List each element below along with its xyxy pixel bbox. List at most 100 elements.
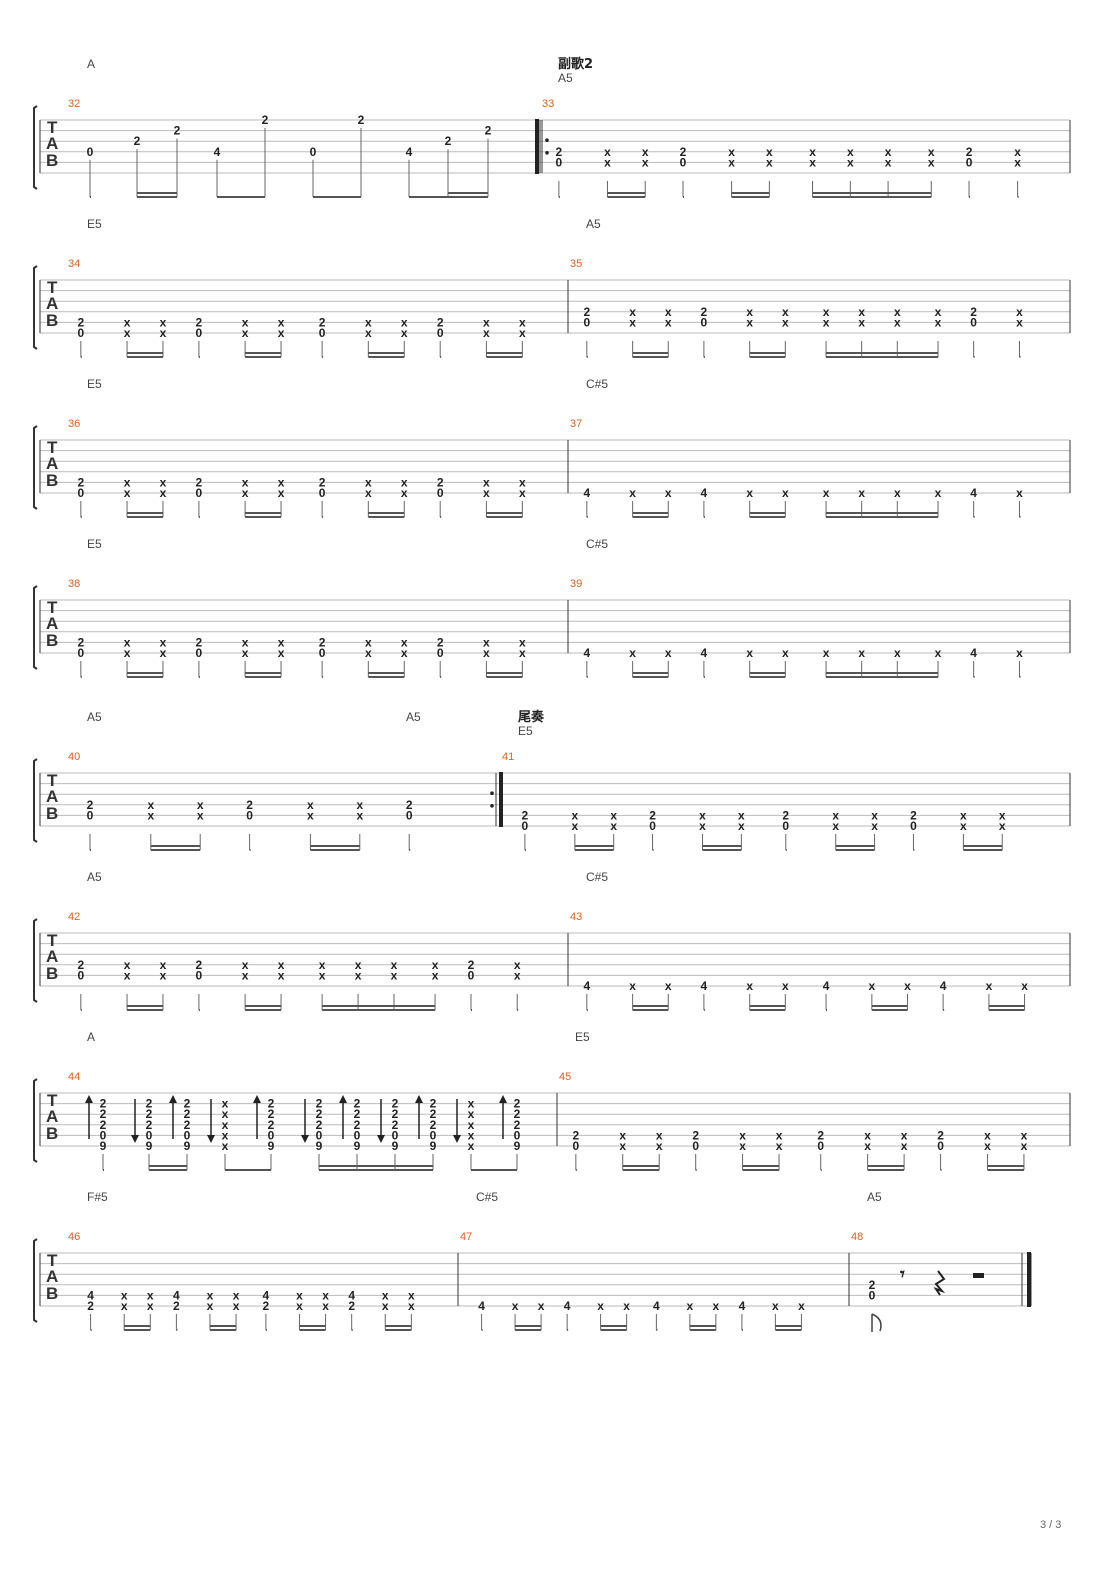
section-label: 尾奏 (518, 709, 545, 725)
tab-letter-a: A (46, 947, 58, 966)
fret-number: 0 (970, 315, 977, 329)
muted-note: x (222, 1107, 229, 1121)
muted-note: x (665, 646, 672, 660)
measure-number: 45 (559, 1071, 571, 1083)
muted-note: x (642, 145, 649, 159)
downstroke-arrow-icon (131, 1135, 139, 1143)
fret-number: 2 (196, 315, 203, 329)
muted-note: x (124, 635, 131, 649)
tab-letter-t: T (47, 931, 58, 950)
muted-note: x (160, 968, 167, 982)
muted-note: x (782, 979, 789, 993)
muted-note: x (538, 1299, 545, 1313)
muted-note: x (160, 958, 167, 972)
fret-number: 4 (348, 1288, 355, 1302)
downstroke-arrow-icon (377, 1135, 385, 1143)
muted-note: x (124, 486, 131, 500)
muted-note: x (401, 475, 408, 489)
muted-note: x (699, 819, 706, 833)
muted-note: x (610, 808, 617, 822)
muted-note: x (1016, 315, 1023, 329)
muted-note: x (766, 155, 773, 169)
tab-letter-t: T (47, 118, 58, 137)
fret-number: 2 (173, 1299, 180, 1313)
fret-number: 0 (184, 1128, 191, 1142)
muted-note: x (147, 808, 154, 822)
muted-note: x (935, 305, 942, 319)
muted-note: x (894, 305, 901, 319)
chord-name: A5 (586, 217, 601, 231)
system-bracket (33, 1238, 38, 1323)
muted-note: x (124, 958, 131, 972)
muted-note: x (160, 326, 167, 340)
chord-name: C#5 (586, 537, 608, 551)
fret-number: 2 (268, 1097, 275, 1111)
measure-number: 44 (68, 1071, 80, 1083)
fret-number: 0 (937, 1139, 944, 1153)
muted-note: x (858, 305, 865, 319)
fret-number: 2 (966, 145, 973, 159)
fret-number: 0 (354, 1128, 361, 1142)
muted-note: x (746, 305, 753, 319)
muted-note: x (864, 1128, 871, 1142)
muted-note: x (597, 1299, 604, 1313)
muted-note: x (391, 968, 398, 982)
upstroke-arrow-icon (253, 1095, 261, 1103)
upstroke-arrow-icon (339, 1095, 347, 1103)
fret-number: 0 (514, 1128, 521, 1142)
fret-number: 2 (134, 134, 141, 148)
muted-note: x (242, 968, 249, 982)
fret-number: 2 (262, 113, 269, 127)
muted-note: x (519, 646, 526, 660)
fret-number: 4 (263, 1288, 270, 1302)
fret-number: 9 (354, 1139, 361, 1153)
fret-number: 2 (937, 1128, 944, 1142)
fret-number: 0 (966, 155, 973, 169)
fret-number: 2 (100, 1097, 107, 1111)
measure-number: 42 (68, 911, 80, 923)
fret-number: 0 (680, 155, 687, 169)
muted-note: x (197, 808, 204, 822)
muted-note: x (629, 646, 636, 660)
fret-number: 2 (77, 958, 84, 972)
fret-number: 2 (87, 798, 94, 812)
fret-number: 2 (196, 635, 203, 649)
half-rest-icon (973, 1273, 984, 1278)
muted-note: x (483, 475, 490, 489)
fret-number: 2 (430, 1097, 437, 1111)
system-bracket (33, 585, 38, 670)
fret-number: 0 (310, 145, 317, 159)
muted-note: x (894, 315, 901, 329)
muted-note: x (823, 315, 830, 329)
fret-number: 0 (782, 819, 789, 833)
section-label: 副歌2 (558, 56, 593, 72)
muted-note: x (928, 155, 935, 169)
fret-number: 2 (100, 1118, 107, 1132)
muted-note: x (772, 1299, 779, 1313)
fret-number: 2 (514, 1107, 521, 1121)
fret-number: 2 (354, 1118, 361, 1132)
fret-number: 0 (556, 155, 563, 169)
muted-note: x (242, 646, 249, 660)
muted-note: x (322, 1288, 329, 1302)
muted-note: x (322, 1299, 329, 1313)
muted-note: x (746, 979, 753, 993)
muted-note: x (619, 1128, 626, 1142)
muted-note: x (904, 979, 911, 993)
muted-note: x (124, 968, 131, 982)
muted-note: x (782, 315, 789, 329)
muted-note: x (928, 145, 935, 159)
fret-number: 2 (174, 124, 181, 138)
muted-note: x (296, 1299, 303, 1313)
muted-note: x (242, 635, 249, 649)
muted-note: x (468, 1139, 475, 1153)
muted-note: x (365, 475, 372, 489)
muted-note: x (629, 486, 636, 500)
fret-number: 2 (146, 1107, 153, 1121)
system-bracket (33, 105, 38, 190)
muted-note: x (1016, 486, 1023, 500)
muted-note: x (233, 1288, 240, 1302)
fret-number: 0 (522, 819, 529, 833)
muted-note: x (519, 326, 526, 340)
fret-number: 0 (196, 646, 203, 660)
